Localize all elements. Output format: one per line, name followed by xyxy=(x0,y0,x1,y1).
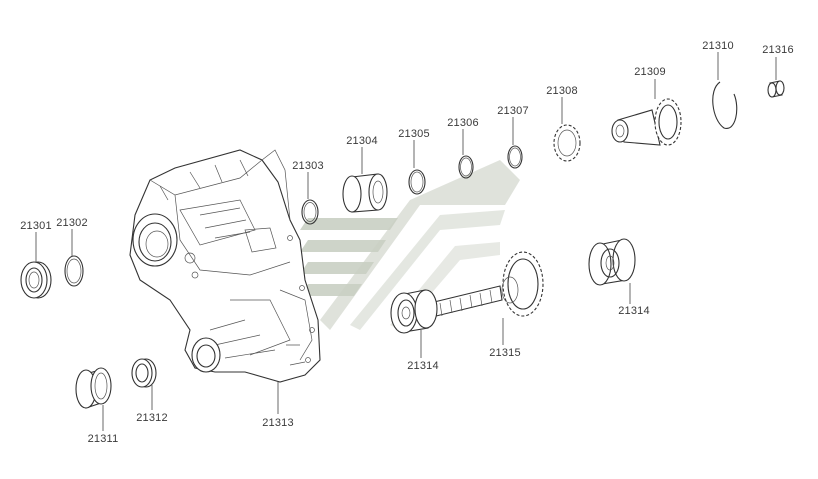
housing-21313 xyxy=(129,149,321,383)
part-label-21316[interactable]: 21316 xyxy=(762,44,794,56)
part-label-21302[interactable]: 21302 xyxy=(56,217,88,229)
part-label-21306[interactable]: 21306 xyxy=(447,117,479,129)
ring-21307 xyxy=(507,145,523,169)
ring-21302 xyxy=(64,255,84,287)
gear-21309 xyxy=(611,98,682,146)
seal-21312 xyxy=(131,358,157,388)
part-label-21315[interactable]: 21315 xyxy=(489,347,521,359)
part-label-21309[interactable]: 21309 xyxy=(634,66,666,78)
part-label-21314-left[interactable]: 21314 xyxy=(407,360,439,372)
part-label-21308[interactable]: 21308 xyxy=(546,85,578,97)
part-label-21303[interactable]: 21303 xyxy=(292,160,324,172)
part-label-21305[interactable]: 21305 xyxy=(398,128,430,140)
snap-ring-21310 xyxy=(712,81,738,129)
bearing-21314-right xyxy=(588,238,636,286)
shaft-21315 xyxy=(429,251,544,318)
sleeve-21304 xyxy=(342,173,388,213)
part-label-21301[interactable]: 21301 xyxy=(20,220,52,232)
ring-21303 xyxy=(301,199,319,225)
ring-21305 xyxy=(408,169,426,195)
cap-21311 xyxy=(75,367,112,409)
part-label-21310[interactable]: 21310 xyxy=(702,40,734,52)
bushing-21316 xyxy=(767,80,785,98)
part-label-21311[interactable]: 21311 xyxy=(87,433,119,445)
part-label-21313[interactable]: 21313 xyxy=(262,417,294,429)
ring-21306 xyxy=(458,155,474,179)
part-label-21314-right[interactable]: 21314 xyxy=(618,305,650,317)
seal-21301 xyxy=(20,261,52,299)
part-label-21312[interactable]: 21312 xyxy=(136,412,168,424)
part-label-21307[interactable]: 21307 xyxy=(497,105,529,117)
bearing-21314-left xyxy=(390,289,438,334)
toothed-ring-21308 xyxy=(553,124,581,162)
front-bore xyxy=(132,213,178,267)
rear-bore xyxy=(191,337,221,373)
part-label-21304[interactable]: 21304 xyxy=(346,135,378,147)
